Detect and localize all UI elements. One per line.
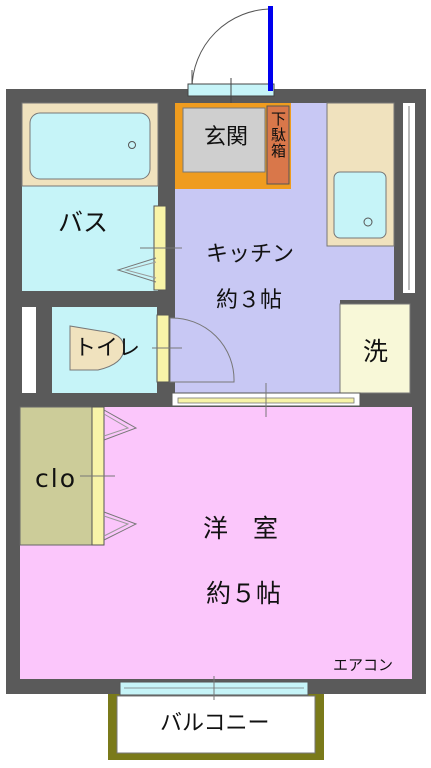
- closet-door-fold-top: [103, 409, 138, 441]
- kitchen-size-label: 約３帖: [216, 288, 283, 313]
- closet-door-fold-top-inner: [103, 413, 130, 437]
- getabako-label: 下駄箱: [269, 111, 287, 159]
- toilet-label: トイレ: [74, 336, 141, 361]
- closet-label: clo: [35, 464, 77, 493]
- getabako: [266, 105, 290, 185]
- bathtub-drain: [128, 141, 136, 149]
- bathtub-basin: [29, 112, 151, 180]
- aircon-label: エアコン: [333, 656, 394, 674]
- bath-door-fold-inner: [124, 261, 157, 279]
- sink-drain: [363, 217, 373, 227]
- closet-door-fold-bottom: [103, 511, 138, 541]
- kitchen-label: キッチン: [206, 242, 295, 267]
- genkan-inner: [182, 107, 266, 173]
- bath-label: バス: [58, 208, 109, 237]
- washer-space: [339, 303, 411, 394]
- washer-label: 洗: [363, 337, 389, 366]
- left-window: [22, 307, 36, 393]
- toilet-bowl: [69, 325, 125, 371]
- front-door-swing: [191, 8, 273, 90]
- bath-door-fold: [116, 257, 157, 283]
- balcony-floor: [116, 695, 316, 754]
- kitchen-sink: [333, 171, 387, 239]
- balcony-label: バルコニー: [160, 711, 270, 736]
- front-door-panel: [268, 6, 273, 91]
- western-size-label: 約５帖: [206, 579, 282, 608]
- toilet-door-swing: [169, 317, 235, 383]
- closet-door-fold-bottom-inner: [103, 515, 130, 537]
- western-room-label: 洋 室: [203, 514, 279, 543]
- genkan-label: 玄関: [204, 125, 249, 150]
